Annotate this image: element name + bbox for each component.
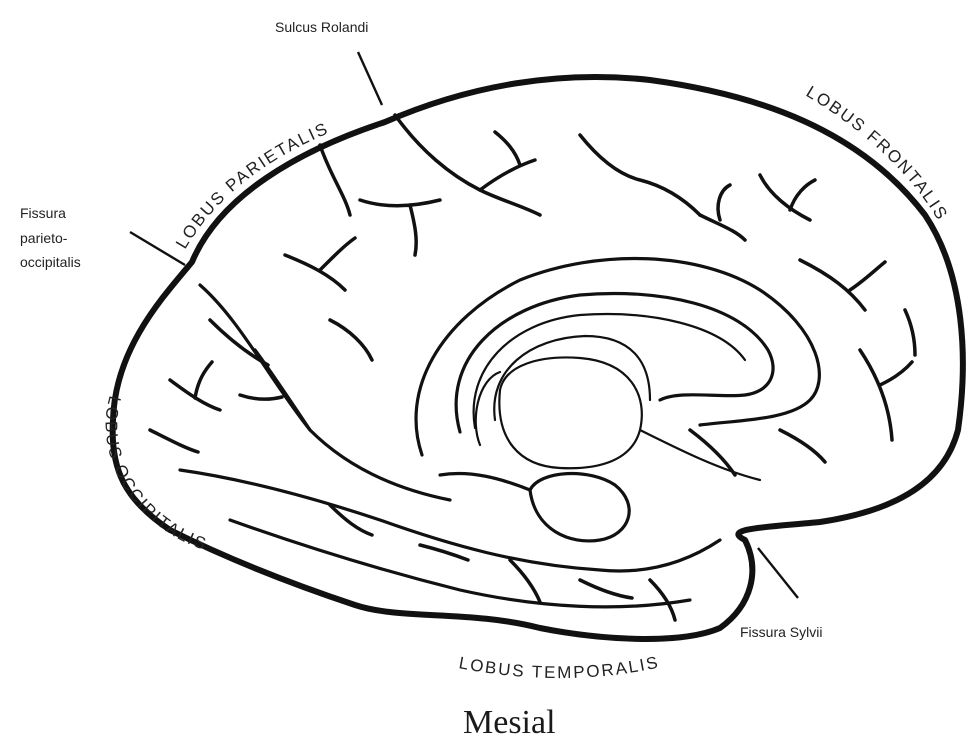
- sulcus-branch-2: [360, 200, 440, 255]
- thalamus-outline: [499, 357, 641, 468]
- brain-outline: [113, 77, 963, 639]
- occipital-sulcus-6: [240, 395, 282, 399]
- sulcus-branch-8: [800, 260, 885, 310]
- sulcus-branch-7: [760, 175, 815, 220]
- corpus-callosum-lower: [474, 314, 745, 428]
- fissura-sylvii-label: Fissura Sylvii: [740, 624, 822, 640]
- sulcus-branch-5: [580, 135, 700, 215]
- frontal-inner-sulcus-2: [780, 430, 825, 462]
- collateral-sulcus: [180, 470, 720, 571]
- sulcus-rolandi-label: Sulcus Rolandi: [275, 19, 368, 35]
- sulcus-branch-10: [905, 310, 915, 355]
- temporal-sulcus-3: [510, 560, 540, 602]
- uncus: [530, 474, 629, 541]
- occipital-sulcus-2: [330, 320, 372, 360]
- temporal-sulcus-4: [580, 580, 632, 598]
- occipital-sulcus-5: [150, 430, 198, 452]
- occipital-sulcus-1: [285, 238, 355, 290]
- fissura-sylvii-leader: [758, 548, 798, 598]
- sulcus-branch-4: [480, 132, 535, 190]
- sulcus-branch-9: [860, 350, 912, 440]
- lobus-occipitalis-label: LOBUS OCCIPITALIS: [101, 394, 210, 554]
- sulcus-branch-1: [320, 145, 350, 215]
- caption-mesial: Mesial: [463, 704, 556, 741]
- lobus-frontalis-label: LOBUS FRONTALIS: [803, 82, 952, 224]
- inferior-temporal-fold: [230, 520, 690, 607]
- frontal-inner-sulcus-1: [690, 430, 735, 475]
- fissura-po-label-line1: Fissura: [20, 205, 66, 221]
- temporal-sulcus-5: [650, 580, 675, 620]
- fissura-po-label-line2: parieto-: [20, 230, 68, 246]
- calcarine-fissure: [200, 285, 450, 500]
- sulcus-rolandi-leader: [358, 52, 382, 105]
- lobus-temporalis-label: LOBUS TEMPORALIS: [457, 653, 661, 683]
- fissura-po-label-line3: occipitalis: [20, 254, 81, 270]
- occipital-sulcus-4: [170, 362, 220, 410]
- sulcus-branch-6: [700, 185, 745, 240]
- hippocampal-line: [440, 473, 530, 490]
